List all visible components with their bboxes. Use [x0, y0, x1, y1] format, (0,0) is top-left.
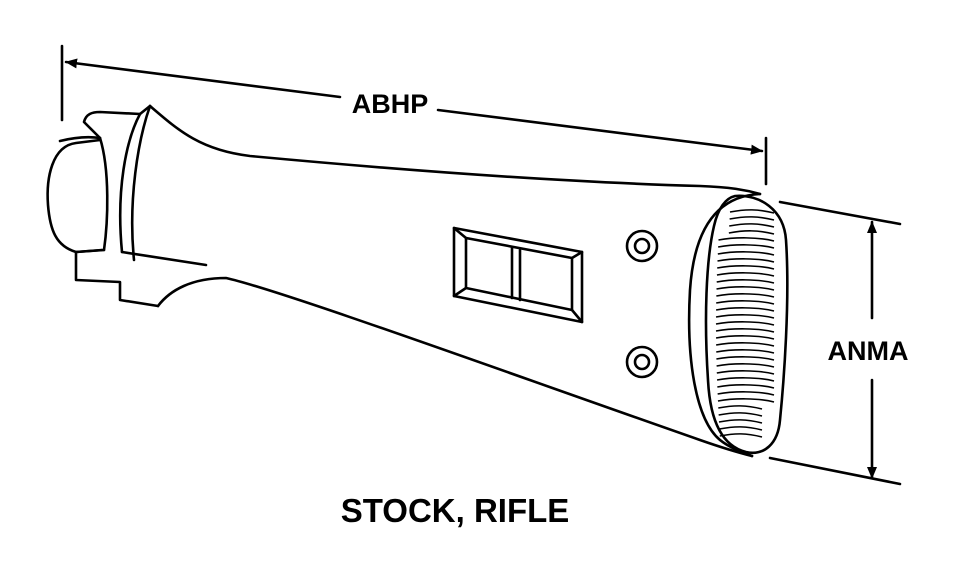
length-dimension: ABHP: [60, 44, 768, 186]
texture-line: [717, 391, 775, 396]
length-arrow-left: [64, 58, 342, 99]
texture-line: [717, 244, 775, 249]
length-arrow-right: [436, 108, 764, 155]
texture-line: [718, 412, 763, 417]
texture-line: [729, 209, 775, 214]
texture-line: [716, 293, 775, 298]
texture-line: [715, 328, 775, 333]
texture-line: [716, 279, 775, 284]
texture-line: [715, 335, 775, 340]
texture-line: [717, 251, 775, 256]
texture-line: [715, 321, 775, 326]
sling-slot: [452, 226, 584, 324]
height-extension-top: [778, 200, 902, 226]
texture-line: [717, 398, 775, 403]
texture-line: [716, 349, 775, 354]
texture-line: [716, 377, 775, 382]
texture-line: [715, 307, 775, 312]
height-dimension: ANMA: [768, 200, 909, 486]
height-extension-bottom: [768, 456, 902, 486]
texture-line: [718, 405, 763, 410]
texture-line: [717, 384, 775, 389]
texture-line: [718, 237, 775, 242]
screw-bottom: [625, 345, 659, 379]
texture-line: [717, 265, 775, 270]
length-label: ABHP: [352, 89, 429, 119]
texture-line: [716, 300, 775, 305]
butt-plate-texture: [715, 209, 775, 438]
texture-line: [716, 272, 775, 277]
texture-line: [719, 426, 763, 431]
texture-line: [716, 356, 775, 361]
texture-line: [728, 230, 775, 235]
texture-line: [729, 216, 775, 221]
texture-line: [717, 258, 775, 263]
texture-line: [718, 419, 763, 424]
texture-line: [715, 342, 775, 347]
texture-line: [716, 363, 775, 368]
stock-body: [46, 104, 789, 458]
texture-line: [729, 223, 775, 228]
texture-line: [716, 370, 775, 375]
texture-line: [719, 433, 763, 438]
texture-line: [716, 286, 775, 291]
screw-top: [625, 229, 659, 263]
height-label: ANMA: [828, 336, 909, 366]
texture-line: [715, 314, 775, 319]
diagram-title: STOCK, RIFLE: [341, 492, 570, 529]
